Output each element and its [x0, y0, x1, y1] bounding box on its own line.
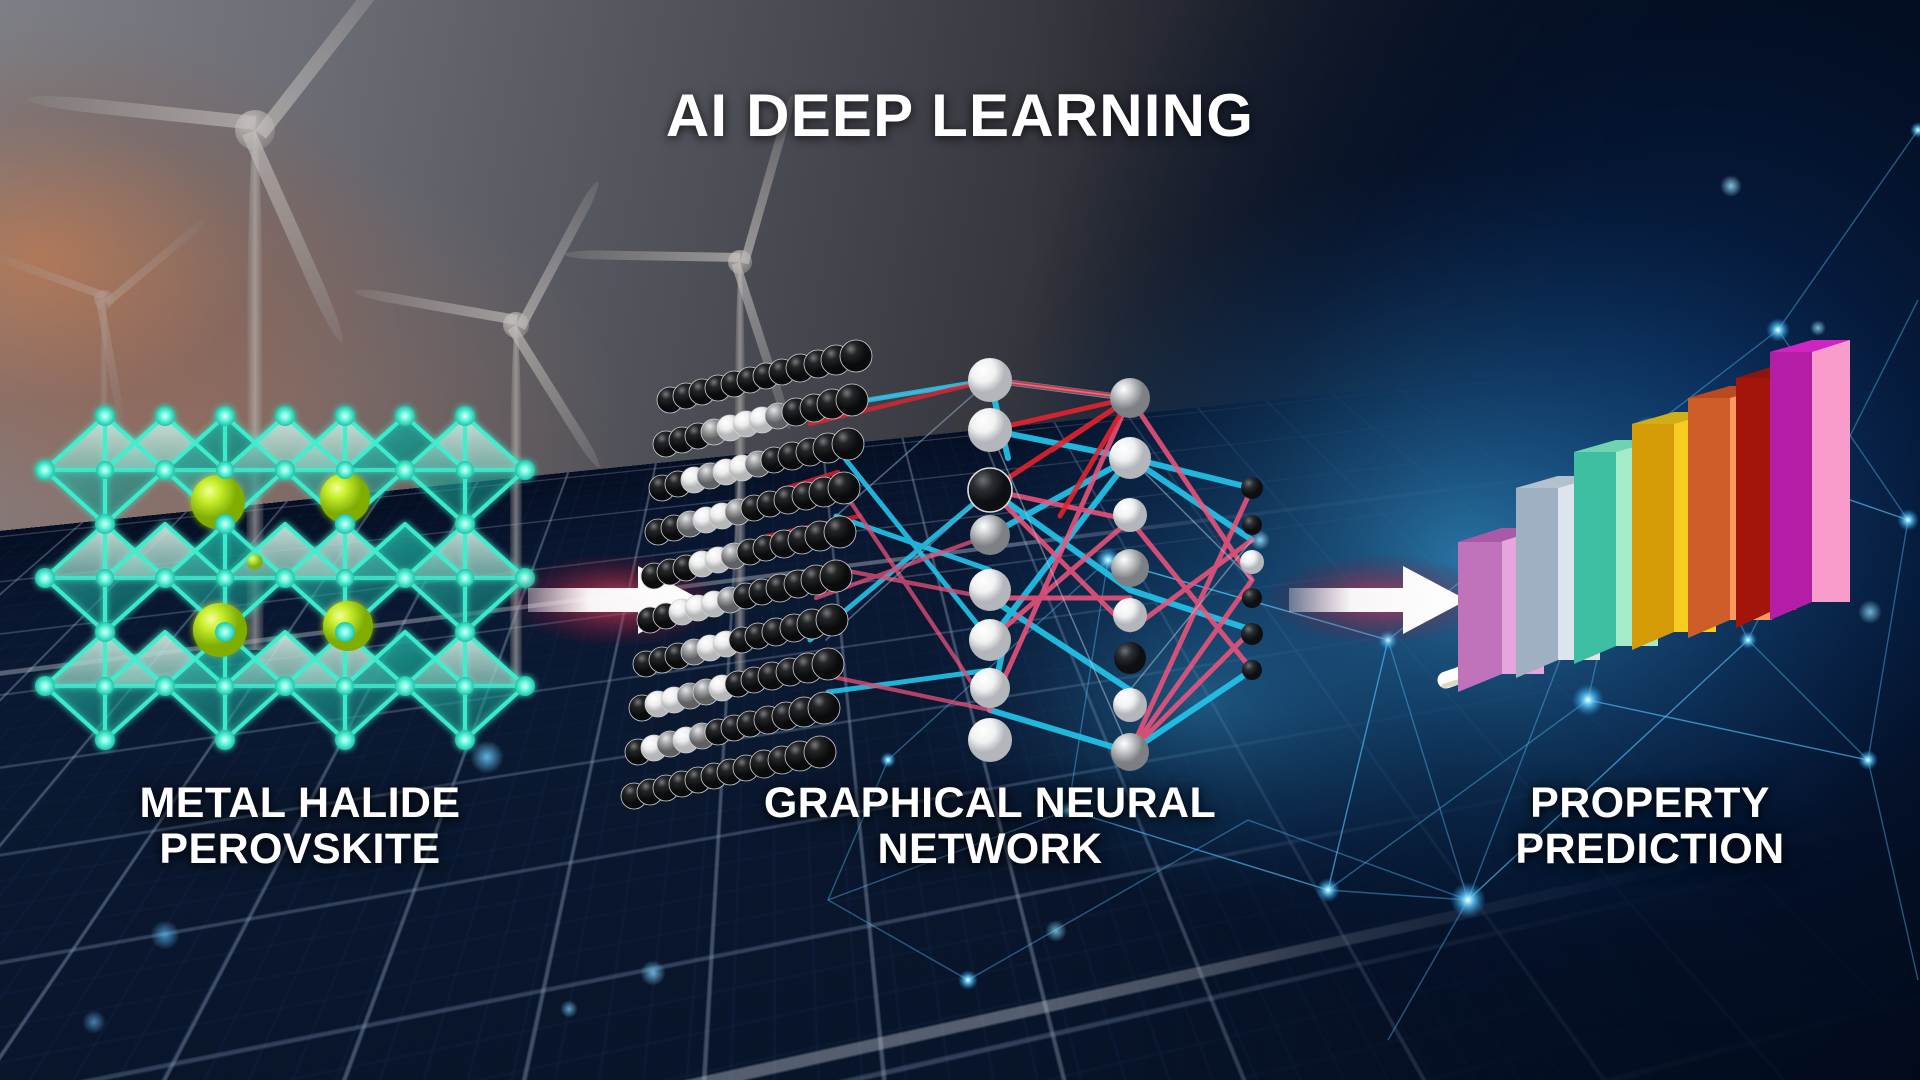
stage-label-line2: PREDICTION [1515, 825, 1785, 873]
property-prediction-bar-chart [1437, 330, 1860, 710]
stage-label-gnn: GRAPHICAL NEURAL NETWORK [690, 780, 1290, 872]
halide-vertex-atoms [35, 406, 535, 750]
a-site-cation [247, 554, 263, 570]
stage-label-line2: PEROVSKITE [159, 825, 441, 873]
stage-label-line1: METAL HALIDE [139, 779, 461, 827]
neural-network-graph-icon [620, 339, 1320, 810]
bar-7 [1770, 340, 1850, 620]
stage-label-prediction: PROPERTY PREDICTION [1420, 780, 1880, 872]
stage-label-perovskite: METAL HALIDE PEROVSKITE [40, 780, 560, 872]
page-title: AI DEEP LEARNING [665, 82, 1255, 149]
hidden-layer-2-nodes [1109, 378, 1151, 771]
stage-label-line2: NETWORK [877, 825, 1103, 873]
input-sphere-matrix [620, 339, 873, 810]
output-layer-nodes [1240, 477, 1264, 680]
a-site-cation [191, 475, 245, 529]
perovskite-crystal-lattice-icon [35, 330, 535, 770]
a-site-cation [320, 473, 370, 523]
arrow-gnn-to-prediction [1265, 540, 1495, 660]
stage-label-line1: GRAPHICAL NEURAL [763, 779, 1217, 827]
stage-label-line1: PROPERTY [1530, 779, 1770, 827]
hidden-layer-1-nodes [967, 358, 1013, 762]
